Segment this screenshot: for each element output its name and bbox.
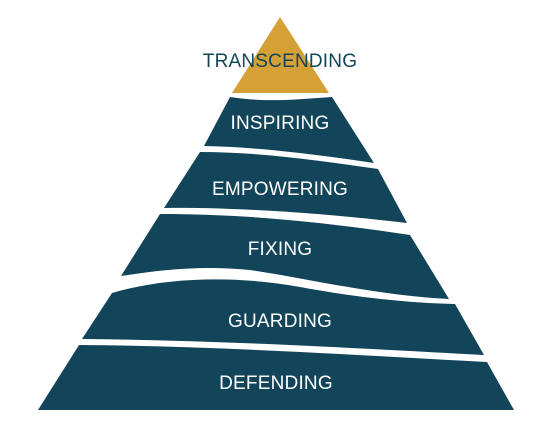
layer-label-inspiring: INSPIRING (231, 113, 330, 134)
pyramid-layer-guarding (82, 279, 484, 355)
apex-label: TRANSCENDING (203, 51, 357, 72)
pyramid-layer-empowering (164, 152, 407, 223)
pyramid-apex (232, 17, 329, 93)
pyramid-layer-inspiring (204, 97, 374, 163)
layer-label-empowering: EMPOWERING (212, 179, 348, 200)
layer-label-defending: DEFENDING (219, 373, 333, 394)
layer-label-fixing: FIXING (248, 239, 313, 260)
pyramid-layer-defending (38, 345, 514, 410)
layer-label-guarding: GUARDING (228, 311, 332, 332)
pyramid-layer-fixing (121, 214, 449, 299)
